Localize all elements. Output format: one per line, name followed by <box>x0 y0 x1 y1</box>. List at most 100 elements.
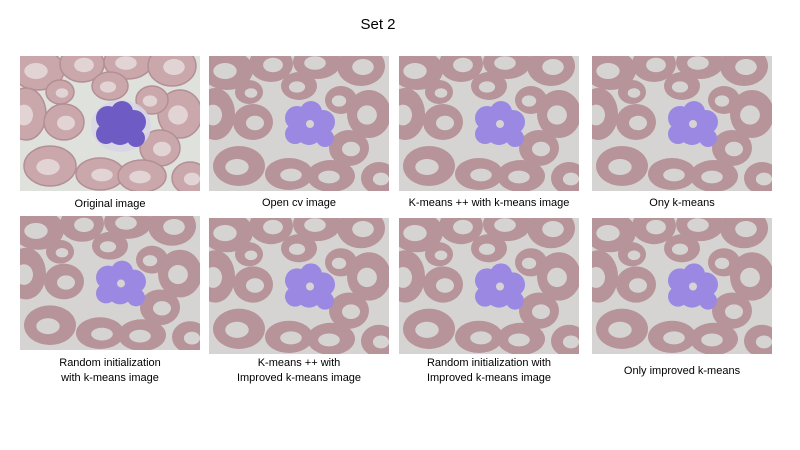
red-blood-cell <box>307 160 355 191</box>
red-blood-cell <box>708 248 740 277</box>
red-blood-cell <box>423 266 463 303</box>
red-blood-cell <box>171 161 200 191</box>
red-blood-cell <box>20 216 64 250</box>
red-blood-cell <box>708 86 740 114</box>
red-blood-cell <box>136 245 168 274</box>
white-blood-cell-nucleus <box>668 101 718 147</box>
red-blood-cell <box>91 71 129 101</box>
red-blood-cell <box>515 86 547 114</box>
red-blood-cell <box>664 234 700 263</box>
white-blood-cell-nucleus <box>475 101 525 147</box>
red-blood-cell <box>337 56 385 86</box>
white-blood-cell-nucleus <box>96 260 146 307</box>
red-blood-cell <box>209 250 235 303</box>
red-blood-cell <box>325 248 357 277</box>
micrograph <box>209 218 389 354</box>
micrograph <box>399 56 579 191</box>
red-blood-cell <box>425 80 453 104</box>
red-blood-cell <box>439 56 483 82</box>
red-blood-cell <box>139 129 181 167</box>
only-improved-kmeans-panel <box>592 218 772 354</box>
red-blood-cell <box>158 249 200 298</box>
white-blood-cell-nucleus <box>285 263 335 310</box>
red-blood-cell <box>618 242 646 267</box>
red-blood-cell <box>325 86 357 114</box>
red-blood-cell <box>265 158 313 190</box>
caption-kmeans-pp-with-improved-kmeans: K-means ++ with Improved k-means image <box>236 357 362 384</box>
red-blood-cell <box>329 130 369 166</box>
red-blood-cell <box>60 216 104 242</box>
white-blood-cell-nucleus <box>91 100 151 152</box>
red-blood-cell <box>235 242 263 267</box>
red-blood-cell <box>147 56 197 87</box>
red-blood-cell <box>399 250 425 303</box>
red-blood-cell <box>551 324 579 354</box>
red-blood-cell <box>744 162 772 191</box>
micrograph <box>592 218 772 354</box>
red-blood-cell <box>399 218 443 253</box>
caption-original-image: Original image <box>74 198 146 210</box>
red-blood-cell <box>20 87 47 141</box>
caption-random-init-with-improved-kmeans: Random initialization with Improved k-me… <box>426 357 552 384</box>
red-blood-cell <box>497 160 545 191</box>
red-blood-cell <box>471 234 507 263</box>
red-blood-cell <box>361 324 389 354</box>
set-title: Set 2 <box>360 16 396 33</box>
red-blood-cell <box>307 322 355 354</box>
red-blood-cell <box>664 72 700 100</box>
micrograph <box>399 218 579 354</box>
red-blood-cell <box>281 234 317 263</box>
red-blood-cell <box>730 252 772 301</box>
red-blood-cell <box>648 320 696 353</box>
red-blood-cell <box>616 266 656 303</box>
red-blood-cell <box>648 158 696 190</box>
red-blood-cell <box>23 145 77 187</box>
red-blood-cell <box>515 248 547 277</box>
red-blood-cell <box>249 218 293 245</box>
red-blood-cell <box>720 56 768 86</box>
red-blood-cell <box>172 321 200 350</box>
micrograph <box>209 56 389 191</box>
red-blood-cell <box>690 322 738 354</box>
red-blood-cell <box>117 159 167 191</box>
red-blood-cell <box>519 130 559 166</box>
red-blood-cell <box>690 160 738 191</box>
red-blood-cell <box>720 218 768 249</box>
red-blood-cell <box>403 308 455 349</box>
random-init-with-kmeans-panel <box>20 216 200 350</box>
red-blood-cell <box>632 218 676 245</box>
red-blood-cell <box>592 56 636 90</box>
red-blood-cell <box>329 292 369 329</box>
red-blood-cell <box>45 79 75 105</box>
red-blood-cell <box>537 90 579 138</box>
red-blood-cell <box>347 90 389 138</box>
red-blood-cell <box>527 218 575 249</box>
red-blood-cell <box>24 305 76 346</box>
red-blood-cell <box>235 80 263 104</box>
red-blood-cell <box>632 56 676 82</box>
red-blood-cell <box>592 250 618 303</box>
red-blood-cell <box>209 88 235 140</box>
red-blood-cell <box>519 292 559 329</box>
red-blood-cell <box>233 266 273 303</box>
red-blood-cell <box>537 252 579 301</box>
open-cv-image-panel <box>209 56 389 191</box>
red-blood-cell <box>592 88 618 140</box>
red-blood-cell <box>616 104 656 140</box>
red-blood-cell <box>59 56 105 83</box>
red-blood-cell <box>455 320 503 353</box>
red-blood-cell <box>209 56 253 90</box>
micrograph <box>592 56 772 191</box>
red-blood-cell <box>44 263 84 300</box>
micrograph <box>20 216 200 350</box>
red-blood-cell <box>92 231 128 260</box>
red-blood-cell <box>118 319 166 350</box>
red-blood-cell <box>551 162 579 191</box>
red-blood-cell <box>497 322 545 354</box>
red-blood-cell <box>744 324 772 354</box>
red-blood-cell <box>730 90 772 138</box>
red-blood-cell <box>592 218 636 253</box>
kmeans-pp-with-kmeans-panel <box>399 56 579 191</box>
red-blood-cell <box>399 56 443 90</box>
red-blood-cell <box>213 308 265 349</box>
